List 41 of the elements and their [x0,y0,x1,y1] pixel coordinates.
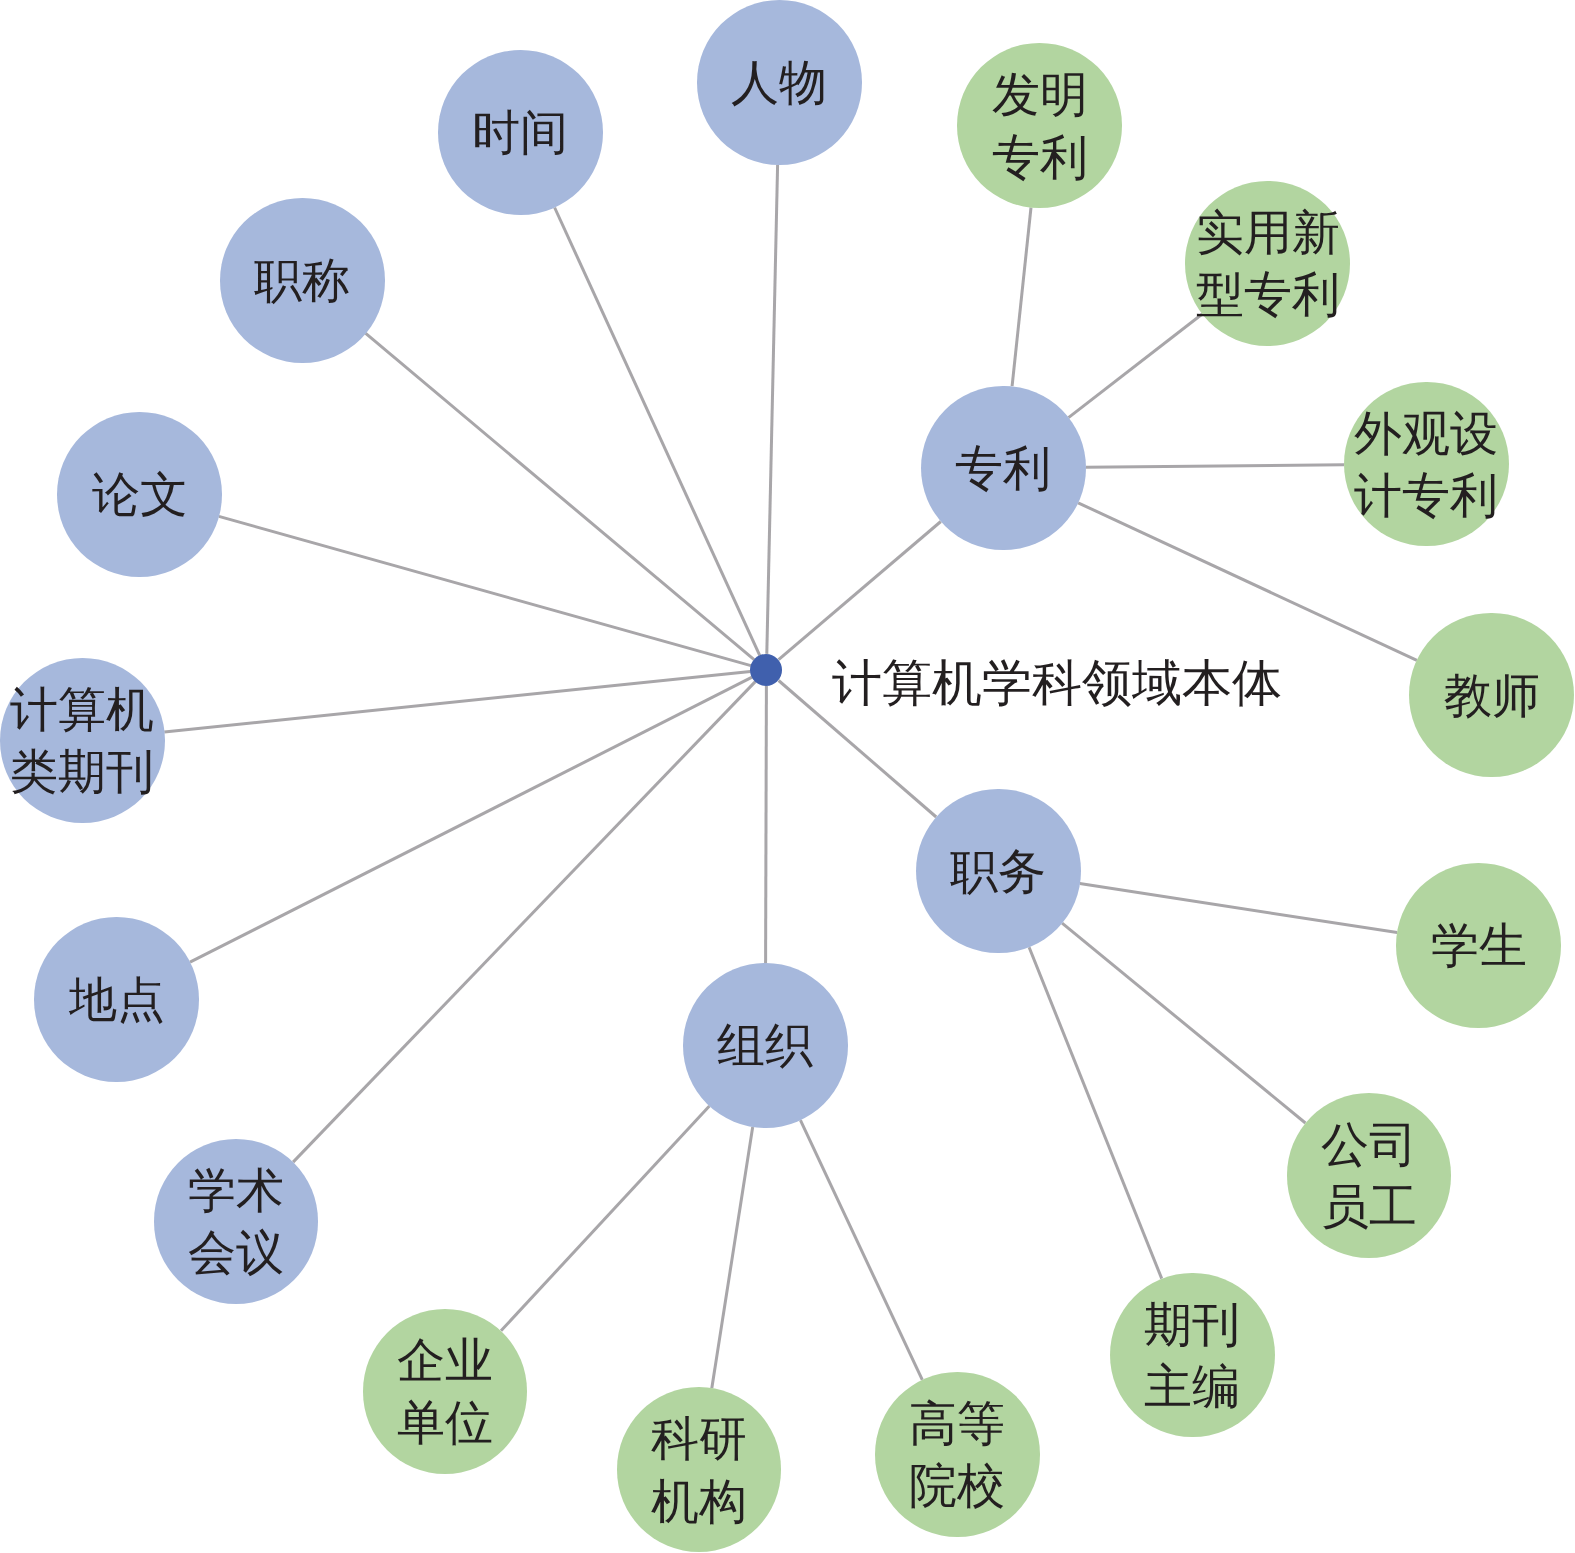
root-label: 计算机学科领域本体 [831,652,1282,713]
connector-line [164,670,751,734]
connector-line [499,1105,711,1332]
node-label: 教师 [1442,665,1541,725]
connector-line [1085,463,1344,469]
connector-line [777,520,942,661]
node-label: 公司员工 [1320,1114,1419,1237]
connector-line [1010,207,1033,387]
connector-line [799,1119,924,1381]
node-label: 学生 [1429,916,1528,975]
connector-line [218,514,752,668]
connector-line [553,206,762,657]
node-label: 期刊主编 [1143,1294,1242,1416]
connector-line [1079,882,1398,935]
connector-line [710,1126,755,1389]
node-label: 学术会议 [187,1161,286,1283]
node-label: 地点 [67,970,166,1030]
connector-line [765,164,780,654]
node-label: 实用新型专利 [1194,202,1341,325]
connector-line [1061,921,1307,1125]
node-label: 时间 [471,103,570,163]
node-label: 发明专利 [990,65,1089,187]
node-label: 科研机构 [650,1409,749,1531]
node-label: 职称 [253,251,352,311]
connector-line [764,686,768,964]
node-label: 论文 [90,465,189,524]
node-label: 组织 [716,1016,815,1076]
node-label: 企业单位 [395,1330,494,1453]
node-label: 外观设计专利 [1353,403,1500,526]
node-label: 高等院校 [908,1394,1007,1516]
connector-line [1027,946,1164,1280]
connector-line [777,679,938,819]
node-label: 计算机类期刊 [9,679,156,802]
node-label: 专利 [954,438,1053,498]
node-label: 职务 [949,841,1048,901]
connector-line [1077,501,1418,662]
connector-line [292,680,757,1164]
connector-line [189,675,753,964]
node-label: 人物 [730,53,829,113]
connector-line [364,332,756,661]
root-node-dot [750,653,783,687]
